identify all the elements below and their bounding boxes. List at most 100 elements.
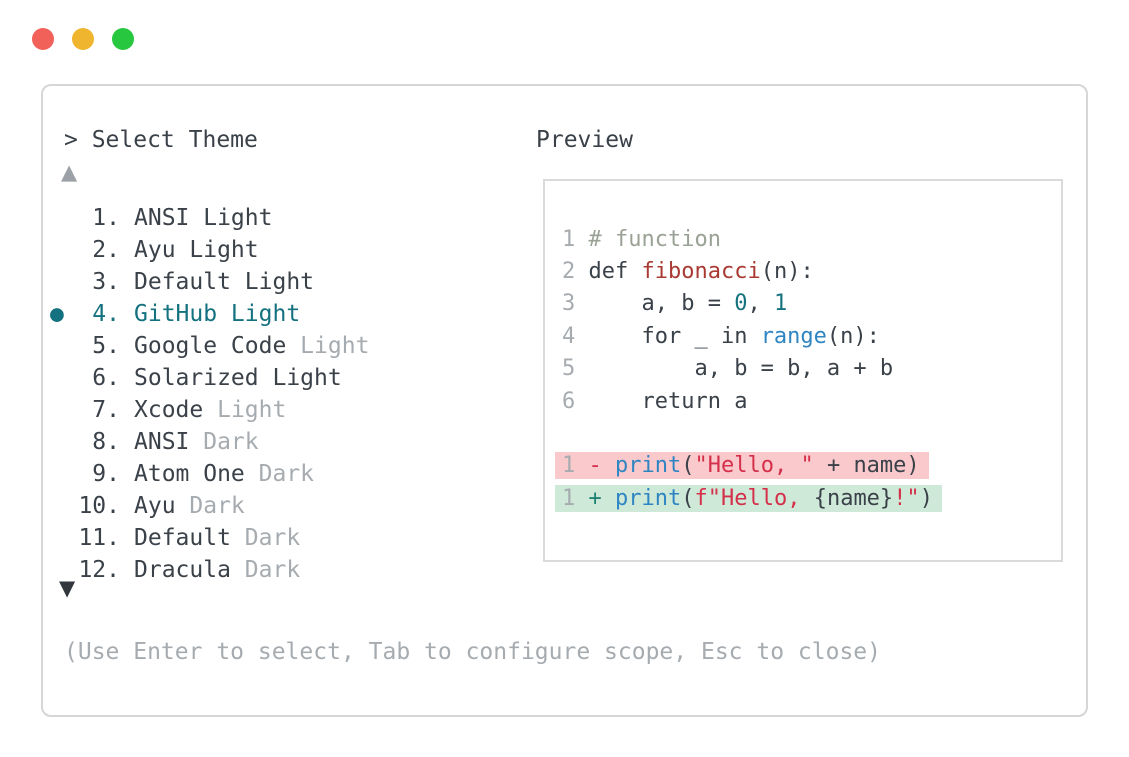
code-token: ( xyxy=(681,485,695,511)
theme-list-item[interactable]: 7. Xcode Light xyxy=(50,394,369,426)
item-label: GitHub Light xyxy=(134,301,301,327)
code-line-content: 3 a, b = 0, 1 xyxy=(562,291,787,316)
item-label: Default Light xyxy=(134,269,315,295)
window-controls xyxy=(32,28,134,50)
selected-dot-icon: ● xyxy=(50,301,64,327)
theme-list-item[interactable]: 8. ANSI Dark xyxy=(50,426,369,458)
code-line: 4 for _ in range(n): xyxy=(562,320,942,352)
minimize-button[interactable] xyxy=(72,28,94,50)
item-label: Dracula Dark xyxy=(134,557,301,583)
item-label: Xcode Light xyxy=(134,397,287,423)
theme-list-item[interactable]: 3. Default Light xyxy=(50,266,369,298)
code-token: ) xyxy=(919,485,933,511)
code-token: {name} xyxy=(813,485,894,511)
item-number: 7. xyxy=(92,397,120,423)
item-label-muted: Dark xyxy=(175,493,245,519)
item-number: 11. xyxy=(78,525,120,551)
item-label: Google Code Light xyxy=(134,333,370,359)
code-token: + xyxy=(588,485,615,511)
theme-list-item[interactable]: 9. Atom One Dark xyxy=(50,458,369,490)
theme-list-item[interactable]: 2. Ayu Light xyxy=(50,234,369,266)
code-line: 2 def fibonacci(n): xyxy=(562,255,942,287)
theme-list-item[interactable]: 11. Default Dark xyxy=(50,522,369,554)
code-token: "Hello, " xyxy=(694,453,814,479)
item-number: 3. xyxy=(92,269,120,295)
code-token: a, b = b, a + b xyxy=(588,356,894,382)
scroll-down-icon[interactable]: ▼ xyxy=(59,576,76,600)
line-number: 3 xyxy=(562,291,576,317)
preview-heading: Preview xyxy=(536,127,633,153)
line-number: 6 xyxy=(562,388,576,414)
item-number: 10. xyxy=(78,493,120,519)
line-number: 1 xyxy=(562,226,576,252)
item-number: 5. xyxy=(92,333,120,359)
keyboard-hint: (Use Enter to select, Tab to configure s… xyxy=(64,639,881,665)
line-number: 2 xyxy=(562,259,576,285)
theme-list-item[interactable]: ● 4. GitHub Light xyxy=(50,298,369,330)
code-token: f"Hello, xyxy=(694,485,814,511)
theme-list-item[interactable]: 10. Ayu Dark xyxy=(50,490,369,522)
code-token: range xyxy=(760,323,827,349)
item-number: 2. xyxy=(92,237,120,263)
item-label: ANSI Dark xyxy=(134,429,259,455)
code-token: print xyxy=(615,485,682,511)
item-number: 9. xyxy=(92,461,120,487)
theme-list-item[interactable]: 6. Solarized Light xyxy=(50,362,369,394)
maximize-button[interactable] xyxy=(112,28,134,50)
theme-list: 1. ANSI Light 2. Ayu Light 3. Default Light ● 4… xyxy=(50,202,369,586)
item-label-muted: Light xyxy=(203,397,287,423)
item-number: 4. xyxy=(92,301,120,327)
code-token: 0 xyxy=(734,291,748,317)
code-token: def xyxy=(588,259,642,285)
code-token: (n): xyxy=(760,259,814,285)
item-number: 6. xyxy=(92,365,120,391)
item-label-muted: Dark xyxy=(230,525,301,551)
code-token: for _ in xyxy=(588,323,761,349)
item-label: Default Dark xyxy=(134,525,301,551)
item-number: 1. xyxy=(92,205,120,231)
code-token: , xyxy=(747,291,774,317)
code-line: 6 return a xyxy=(562,385,942,417)
code-token: # function xyxy=(588,226,721,252)
code-line-content: 5 a, b = b, a + b xyxy=(562,356,893,381)
line-number: 4 xyxy=(562,323,576,349)
code-line xyxy=(562,417,942,449)
code-line: 3 a, b = 0, 1 xyxy=(562,288,942,320)
item-label: Ayu Light xyxy=(134,237,259,263)
item-number: 8. xyxy=(92,429,120,455)
code-token: (n): xyxy=(826,323,880,349)
diff-removed-line: 1 - print("Hello, " + name) xyxy=(555,450,942,482)
item-number: 12. xyxy=(78,557,120,583)
code-line-content: 1 - print("Hello, " + name) xyxy=(555,452,929,480)
item-label-muted: Dark xyxy=(189,429,259,455)
diff-added-line: 1 + print(f"Hello, {name}!") xyxy=(555,482,942,514)
code-line-content: 2 def fibonacci(n): xyxy=(562,259,814,284)
item-label: ANSI Light xyxy=(134,205,273,231)
line-number: 1 xyxy=(562,453,576,479)
item-label-muted: Dark xyxy=(244,461,315,487)
code-token: fibonacci xyxy=(641,259,761,285)
code-token: + name) xyxy=(813,453,920,479)
scroll-up-icon[interactable]: ▲ xyxy=(61,160,78,184)
close-button[interactable] xyxy=(32,28,54,50)
theme-list-item[interactable]: 5. Google Code Light xyxy=(50,330,369,362)
code-token: ( xyxy=(681,453,695,479)
theme-picker-window: > Select Theme Preview ▲ 1. ANSI Light 2. A… xyxy=(41,84,1088,717)
item-label: Solarized Light xyxy=(134,365,342,391)
theme-list-item[interactable]: 12. Dracula Dark xyxy=(50,554,369,586)
theme-list-item[interactable]: 1. ANSI Light xyxy=(50,202,369,234)
select-theme-prompt: > Select Theme xyxy=(64,127,258,153)
code-line-content: 4 for _ in range(n): xyxy=(562,324,880,349)
code-token: 1 xyxy=(773,291,788,317)
item-label: Atom One Dark xyxy=(134,461,315,487)
code-token: a, b = xyxy=(588,291,735,317)
code-token: !" xyxy=(893,485,920,511)
item-label-muted: Light xyxy=(286,333,370,359)
code-line-content: 1 + print(f"Hello, {name}!") xyxy=(555,484,942,512)
line-number: 1 xyxy=(562,485,576,511)
code-line-content: 6 return a xyxy=(562,389,747,414)
item-label: Ayu Dark xyxy=(134,493,245,519)
